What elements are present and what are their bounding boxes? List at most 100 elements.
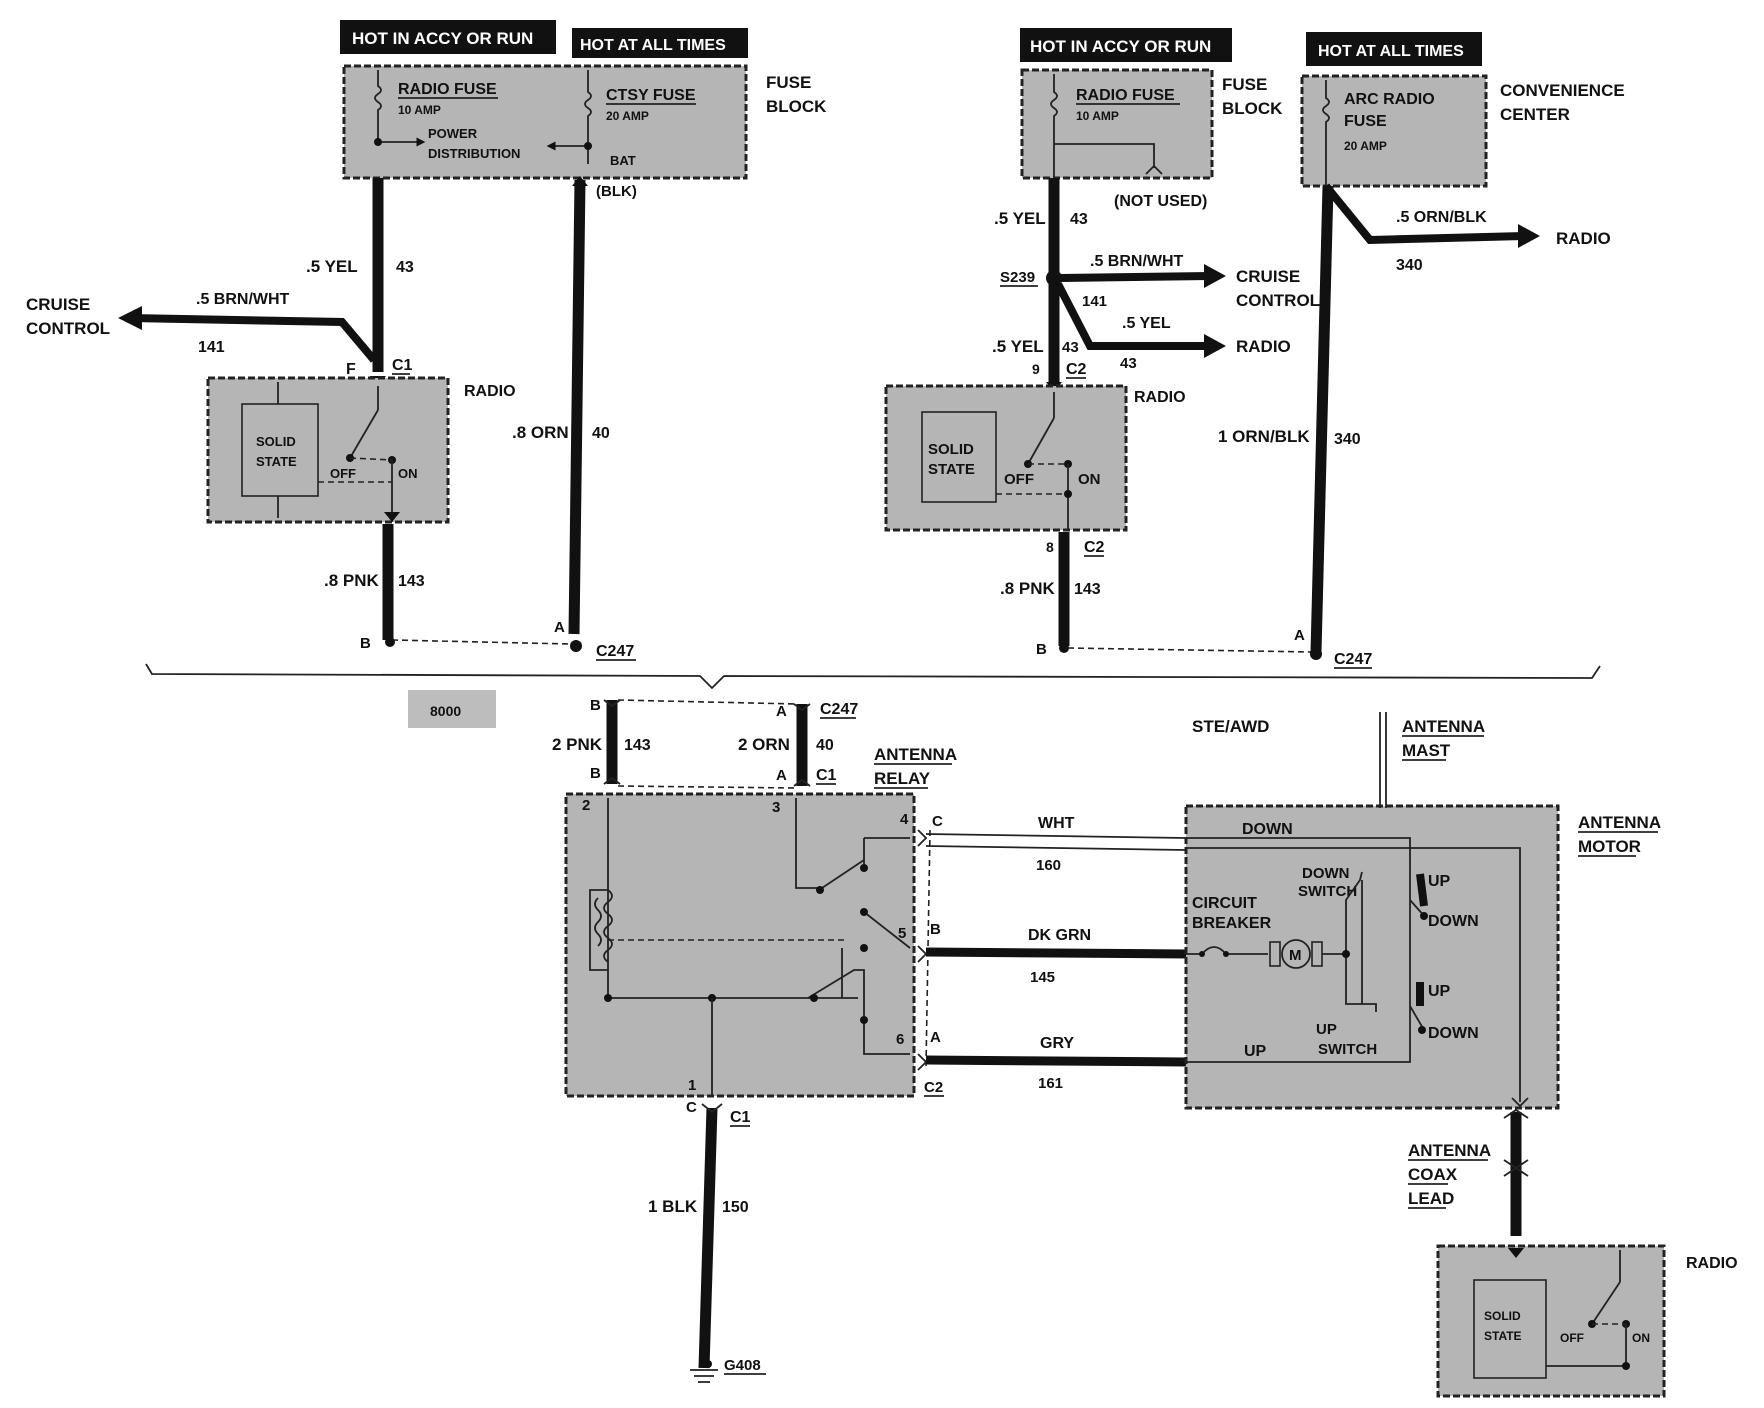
pin-a-label: A xyxy=(554,619,565,636)
pin-8-label: 8 xyxy=(1046,539,1054,555)
fuse-block-2-label-1: FUSE xyxy=(1222,75,1267,94)
down-switch-1: DOWN xyxy=(1302,865,1350,882)
hot-accy-label-2: HOT IN ACCY OR RUN xyxy=(1030,37,1211,56)
pin-9-label: 9 xyxy=(1032,361,1040,377)
conn-c-label: C xyxy=(932,813,943,830)
ctsy-fuse-label: CTSY FUSE xyxy=(606,87,696,104)
orn-bot-pin xyxy=(793,778,811,787)
radio-3-junction xyxy=(1622,1362,1630,1370)
ss2-junction xyxy=(1064,490,1072,498)
antenna-motor-label-2: MOTOR xyxy=(1578,837,1641,856)
cruise-arrow xyxy=(118,306,142,330)
blk-label: (BLK) xyxy=(596,183,637,200)
top-right-section: HOT IN ACCY OR RUN HOT AT ALL TIMES RADI… xyxy=(884,28,1625,669)
motor-down-line xyxy=(1186,837,1411,870)
arc-fuse-label-1: ARC RADIO xyxy=(1344,91,1435,108)
cruise-arrow-2 xyxy=(1204,264,1226,288)
c1-3-label: C1 xyxy=(816,767,837,784)
radio-arrow-1 xyxy=(1518,224,1540,248)
relay-dot-4 xyxy=(860,944,868,952)
hot-all-tag xyxy=(572,28,748,58)
grn-wire-label: DK GRN xyxy=(1028,927,1091,944)
gry-circuit-label: 161 xyxy=(1038,1075,1063,1092)
ground-dot xyxy=(704,1360,712,1368)
coax-arrow-top xyxy=(1511,1097,1529,1108)
pnk-circuit-label: 143 xyxy=(398,573,425,590)
gry-wire-label: GRY xyxy=(1040,1035,1074,1052)
off-3-label: OFF xyxy=(1560,1331,1584,1345)
arc-fuse-symbol xyxy=(1322,80,1330,186)
not-used-branch xyxy=(1054,143,1163,175)
pnk-top-pin xyxy=(603,699,621,708)
antenna-relay-label-2: RELAY xyxy=(874,769,931,788)
pin-a-2-dot xyxy=(1310,648,1322,660)
radio-box-3 xyxy=(1436,1244,1666,1398)
solid-state-2: STATE xyxy=(256,454,297,469)
orn-blk-circuit-label: 340 xyxy=(1396,257,1423,274)
yel-wire-2-label: .5 YEL xyxy=(994,209,1046,228)
yel-circuit-label: 43 xyxy=(396,259,414,276)
orn-blk-big-label: 1 ORN/BLK xyxy=(1218,427,1310,446)
wht-circuit-label: 160 xyxy=(1036,857,1061,874)
relay-dot-1 xyxy=(816,886,824,894)
down-2-label: DOWN xyxy=(1428,1025,1479,1042)
power-dist-2: DISTRIBUTION xyxy=(428,146,520,161)
motor-junction xyxy=(1342,950,1350,958)
switch-dash xyxy=(349,457,393,461)
up-2-label: UP xyxy=(1428,983,1451,1000)
antenna-mast-label-2: MAST xyxy=(1402,741,1451,760)
grn-wire xyxy=(925,947,1187,959)
section-brace xyxy=(145,663,1601,690)
on-2-label: ON xyxy=(1078,471,1101,488)
radio-arrow-2 xyxy=(1204,334,1226,358)
yel-wire-3-label: .5 YEL xyxy=(1122,315,1171,332)
up-contact-1 xyxy=(1416,873,1428,907)
relay-pin5-lead xyxy=(863,838,911,949)
pin-b-dot xyxy=(385,637,395,647)
orn-blk-big-circuit: 340 xyxy=(1334,431,1361,448)
relay-dot-2 xyxy=(860,864,868,872)
relay-coil xyxy=(603,889,613,963)
ctsy-fuse-symbol xyxy=(584,70,592,164)
relay-pin-6: 6 xyxy=(896,1031,904,1048)
relay-dot-8 xyxy=(810,994,818,1002)
pin-b-label: B xyxy=(360,635,371,652)
pin-b-4-label: B xyxy=(590,765,601,782)
radio-2-label: RADIO xyxy=(1134,389,1186,406)
motor-up-line xyxy=(1186,1030,1411,1063)
pin-a-2-label: A xyxy=(1294,627,1305,644)
ref-tag-label: 8000 xyxy=(430,703,461,719)
radio-box xyxy=(206,376,450,524)
relay-dot-3 xyxy=(860,908,868,916)
orn-blk-label: .5 ORN/BLK xyxy=(1396,209,1487,226)
coax-label-2: COAX xyxy=(1408,1165,1458,1184)
c2-label: C2 xyxy=(1066,361,1087,378)
motor-brush-l xyxy=(1269,941,1281,967)
antenna-mast-label-1: ANTENNA xyxy=(1402,717,1485,736)
pin-b-3-label: B xyxy=(590,697,601,714)
c1-5-label: C1 xyxy=(730,1109,751,1126)
up-switch-bg xyxy=(1312,1016,1406,1056)
radio-3-pin xyxy=(1508,1248,1524,1258)
c1-dash xyxy=(617,785,797,789)
gry-wire xyxy=(925,1055,1187,1067)
hot-all-label-2: HOT AT ALL TIMES xyxy=(1318,43,1464,60)
not-used-label: (NOT USED) xyxy=(1114,193,1207,210)
pnk-wire-3-label: 2 PNK xyxy=(552,735,603,754)
down-arm-2 xyxy=(1409,1005,1425,1031)
ctsy-junction xyxy=(584,142,592,150)
bat-label: BAT xyxy=(610,153,636,168)
blk-circuit-label: 150 xyxy=(722,1199,749,1216)
arc-fuse-amp: 20 AMP xyxy=(1344,139,1387,153)
relay-pin-4: 4 xyxy=(900,811,909,828)
yel-circuit-3-label: 43 xyxy=(1120,355,1137,372)
pin-c-label: C xyxy=(686,1099,697,1116)
switch3-blade xyxy=(1591,1281,1621,1325)
ctsy-fuse-amp: 20 AMP xyxy=(606,109,649,123)
c247-dash-3 xyxy=(617,699,797,705)
down-dot-2 xyxy=(1418,1026,1426,1034)
yel-branch-radio xyxy=(1054,282,1210,350)
brn-circuit-label: 141 xyxy=(198,339,225,356)
pin-a-dot xyxy=(570,640,582,652)
antenna-motor-label-1: ANTENNA xyxy=(1578,813,1661,832)
